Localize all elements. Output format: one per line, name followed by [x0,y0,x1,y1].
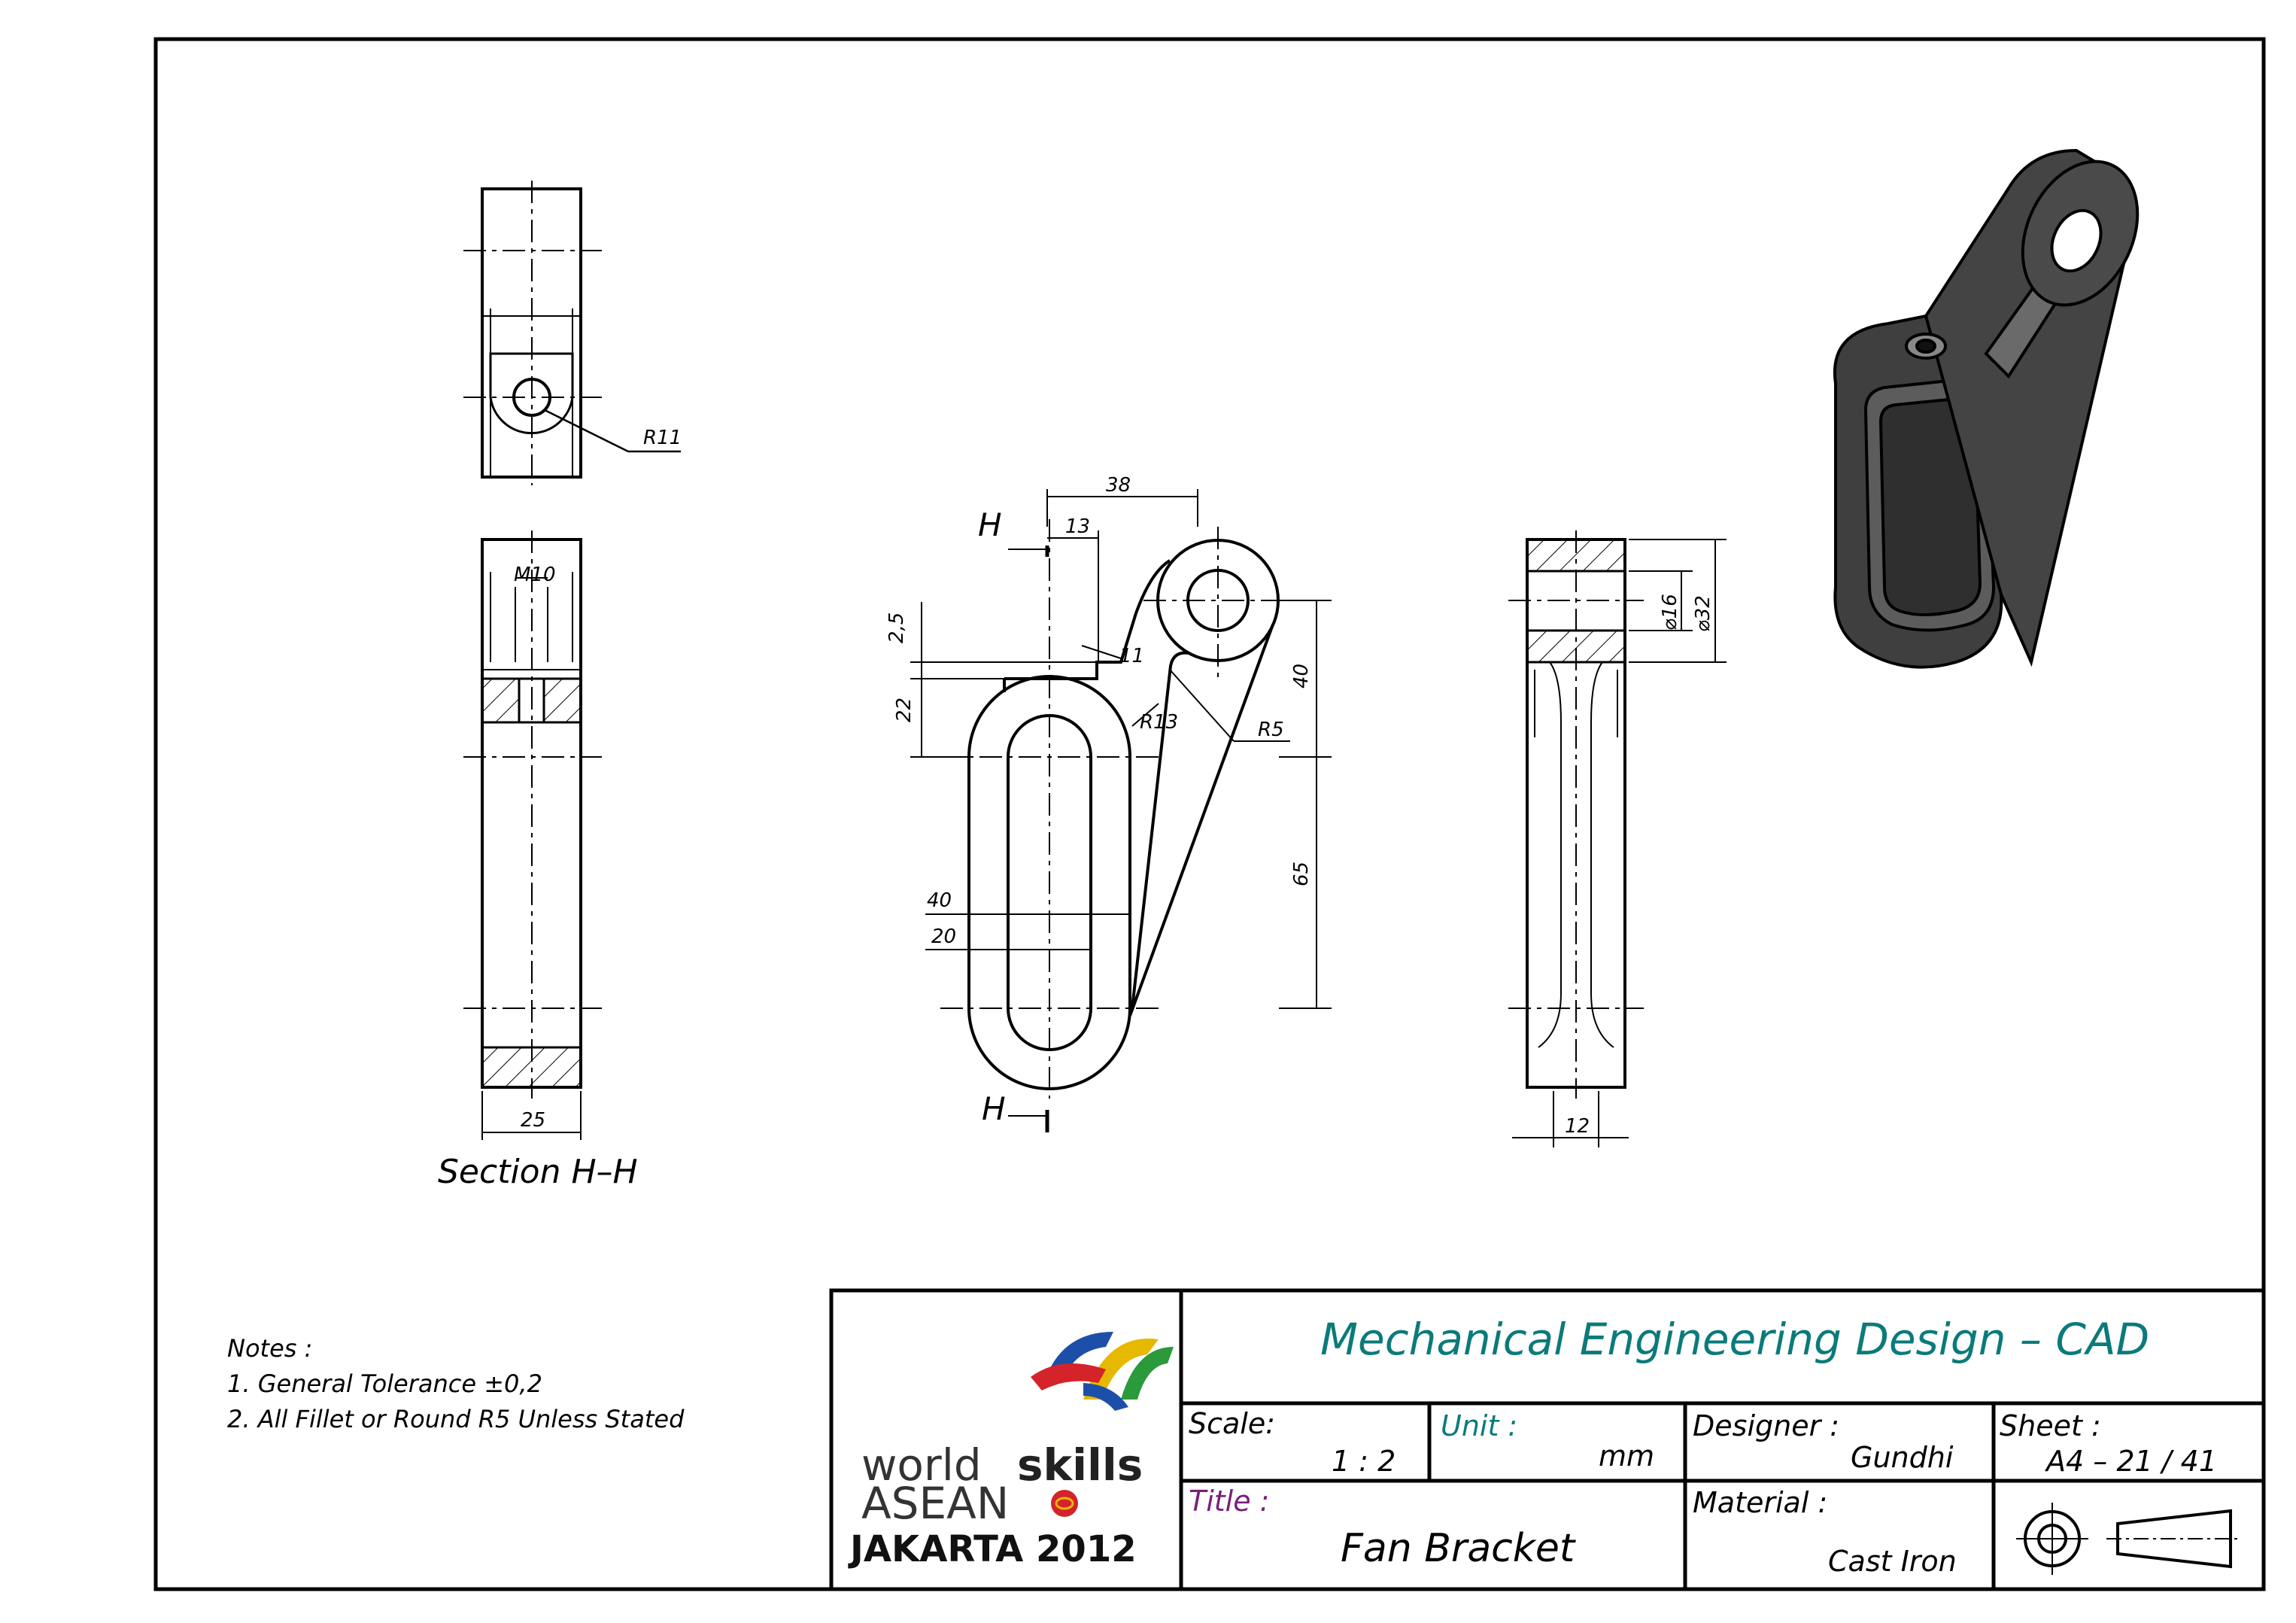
dim-65: 65 [1290,862,1313,886]
notes-heading: Notes : [227,1334,312,1363]
logo-world: world [861,1439,982,1491]
dim-diameter-32: ⌀32 [1692,595,1714,632]
notes-item-1: 1. General Tolerance ±0,2 [227,1369,542,1398]
dim-38: 38 [1106,474,1131,497]
section-view [463,530,602,1140]
dim-13: 13 [1065,515,1090,538]
cut-label-bottom: H [982,1090,1006,1127]
side-view [1508,530,1727,1147]
dim-m10: M10 [514,564,556,586]
cut-label-top: H [978,506,1002,543]
section-caption: Section H–H [438,1153,638,1191]
title-block [829,1288,2266,1591]
dim-r11: R11 [643,427,682,449]
dim-22: 22 [893,698,916,722]
dim-r13: R13 [1140,711,1178,734]
logo-asean: ASEAN [861,1478,1009,1529]
designer-value: Gundhi [1851,1441,1954,1474]
dim-2-5: 2,5 [885,612,908,643]
top-view [463,181,681,485]
dim-11: 11 [1119,645,1144,667]
scale-label: Scale: [1189,1407,1275,1440]
isometric-view [1833,148,2140,669]
logo-jakarta: JAKARTA 2012 [848,1528,1137,1570]
dim-40-horizontal: 40 [927,889,952,912]
material-label: Material : [1693,1486,1827,1519]
unit-value: mm [1599,1439,1654,1473]
material-value: Cast Iron [1828,1545,1957,1578]
worldskills-logo [1031,1332,1174,1411]
title-label: Title : [1189,1485,1270,1518]
title-value: Fan Bracket [1341,1526,1576,1571]
projection-symbol-icon [2016,1503,2242,1575]
title-block-header: Mechanical Engineering Design – CAD [1320,1314,2149,1365]
designer-label: Designer : [1693,1409,1839,1442]
dim-side-width: 12 [1565,1115,1590,1138]
dim-r5: R5 [1258,719,1284,741]
sheet-value: A4 – 21 / 41 [2044,1445,2217,1478]
notes-item-2: 2. All Fillet or Round R5 Unless Stated [227,1405,685,1433]
dim-section-width: 25 [521,1109,545,1132]
unit-label: Unit : [1441,1409,1517,1442]
front-view [910,489,1332,1132]
sheet-label: Sheet : [2000,1409,2101,1442]
dim-40-vertical: 40 [1290,664,1313,688]
dim-diameter-16: ⌀16 [1659,594,1681,631]
asean-emblem-icon [1051,1490,1078,1517]
scale-value: 1 : 2 [1332,1445,1396,1478]
dim-20: 20 [931,925,956,948]
logo-skills: skills [1017,1439,1143,1491]
